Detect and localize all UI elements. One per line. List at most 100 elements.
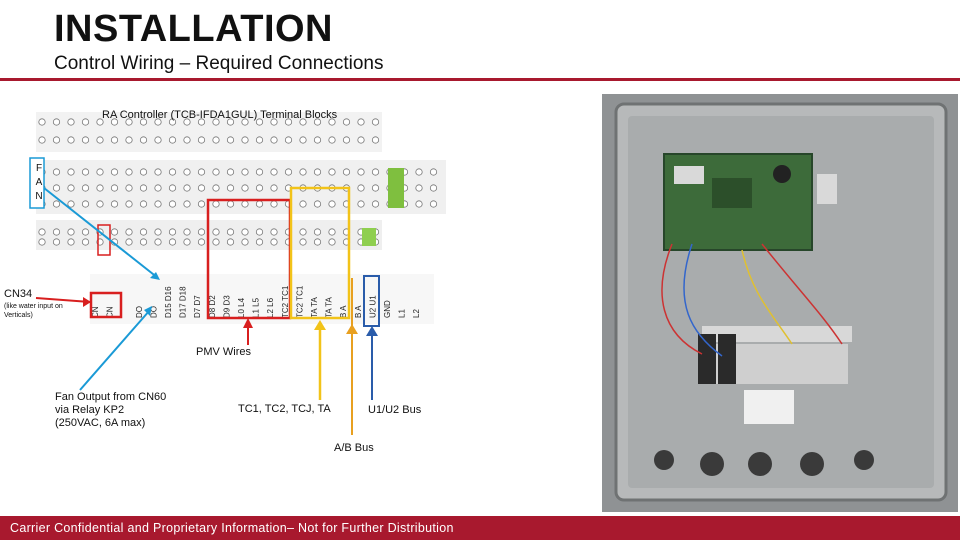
terminal-label: B A: [339, 305, 348, 318]
fan-output-line: via Relay KP2: [55, 404, 125, 416]
screw-terminal: [197, 168, 206, 176]
screw-terminal: [110, 184, 119, 192]
screw-terminal: [212, 238, 220, 246]
screw-terminal: [241, 168, 249, 176]
screw-terminal: [255, 238, 264, 246]
footer-bar: Carrier Confidential and Proprietary Inf…: [0, 516, 960, 540]
cn34-arrow: [35, 297, 91, 303]
screw-terminal: [52, 136, 61, 144]
screw-terminal: [212, 184, 220, 192]
screw-terminal: [371, 118, 380, 126]
screw-terminal: [139, 200, 148, 208]
terminal-label: L1 L5: [252, 297, 261, 318]
screw-terminal: [342, 136, 351, 144]
screw-terminal: [96, 136, 104, 144]
screw-terminal: [241, 238, 249, 246]
pmv-label: PMV Wires: [196, 346, 251, 358]
screw-terminal: [226, 118, 235, 126]
enclosure-photo: [602, 94, 958, 512]
screw-terminal: [110, 168, 119, 176]
screw-terminal: [415, 200, 423, 208]
screw-terminal: [299, 136, 307, 144]
screw-terminal: [226, 136, 235, 144]
screw-terminal: [328, 168, 336, 176]
screw-terminal: [342, 118, 351, 126]
screw-terminal: [52, 184, 61, 192]
screw-terminal: [299, 200, 307, 208]
green-terminal-strip: [388, 168, 404, 208]
screw-terminal: [183, 184, 191, 192]
screw-terminal: [284, 118, 293, 126]
screw-terminal: [81, 168, 90, 176]
screw-terminal: [52, 200, 61, 208]
title-rule: [0, 78, 960, 81]
terminal-label: D9 D3: [222, 295, 231, 318]
page-subtitle: Control Wiring – Required Connections: [54, 53, 384, 74]
screw-terminal: [110, 118, 119, 126]
screw-terminal: [81, 200, 90, 208]
screw-terminal: [197, 136, 206, 144]
screw-terminal: [168, 118, 177, 126]
screw-terminal: [67, 184, 75, 192]
screw-terminal: [154, 184, 162, 192]
screw-terminal: [81, 118, 90, 126]
red-box-cn34: [89, 291, 123, 319]
screw-terminal: [357, 118, 365, 126]
screw-terminal: [270, 200, 278, 208]
screw-terminal: [183, 118, 191, 126]
screw-terminal: [154, 136, 162, 144]
navy-box-u-bus: [363, 275, 380, 327]
terminal-label: TA TA: [310, 296, 319, 318]
screw-terminal: [197, 184, 206, 192]
terminal-label: TC2 TC1: [295, 285, 304, 318]
fan-label-box: [29, 157, 45, 209]
screw-terminal: [125, 184, 133, 192]
screw-terminal: [125, 200, 133, 208]
screw-terminal: [212, 118, 220, 126]
cn34-label: CN34: [4, 288, 33, 300]
screw-terminal: [371, 168, 380, 176]
screw-terminal: [67, 200, 75, 208]
screw-terminal: [328, 238, 336, 246]
fan-arrow: [43, 187, 159, 279]
screw-terminal: [52, 118, 61, 126]
screw-terminal: [139, 228, 148, 236]
screw-terminal: [429, 200, 438, 208]
screw-terminal: [270, 228, 278, 236]
screw-terminal: [313, 168, 322, 176]
terminal-label: CN: [91, 306, 100, 318]
screw-terminal: [212, 200, 220, 208]
terminal-label: L2 L6: [266, 297, 275, 318]
block-title: RA Controller (TCB-IFDA1GUL) Terminal Bl…: [102, 109, 338, 121]
screw-terminal: [139, 136, 148, 144]
screw-terminal: [125, 228, 133, 236]
screw-terminal: [226, 238, 235, 246]
cn34-note: (like water input on Verticals): [4, 303, 63, 319]
screw-terminal: [183, 228, 191, 236]
screw-terminal: [96, 200, 104, 208]
screw-terminal: [96, 118, 104, 126]
screw-terminal: [125, 168, 133, 176]
warning-label: [744, 390, 794, 424]
screw-terminal: [212, 168, 220, 176]
screw-terminal: [81, 238, 90, 246]
screw-terminal: [38, 136, 46, 144]
screw-terminal: [67, 136, 75, 144]
screw-terminal: [38, 238, 46, 246]
screw-terminal: [255, 118, 264, 126]
fan-letter: N: [35, 191, 43, 202]
screw-terminal: [183, 238, 191, 246]
screw-terminal: [299, 228, 307, 236]
yellow-box-tc: [289, 186, 351, 320]
screw-terminal: [313, 118, 322, 126]
screw-terminal: [81, 228, 90, 236]
fan-output-label: Fan Output from CN60 via Relay KP2 (250V…: [55, 391, 166, 430]
screw-terminal: [255, 136, 264, 144]
din-rail: [702, 326, 852, 342]
screw-terminal: [81, 136, 90, 144]
screw-terminal: [313, 238, 322, 246]
screw-terminal: [154, 228, 162, 236]
terminal-label: TA TA: [325, 296, 334, 318]
screw-terminal: [52, 168, 61, 176]
